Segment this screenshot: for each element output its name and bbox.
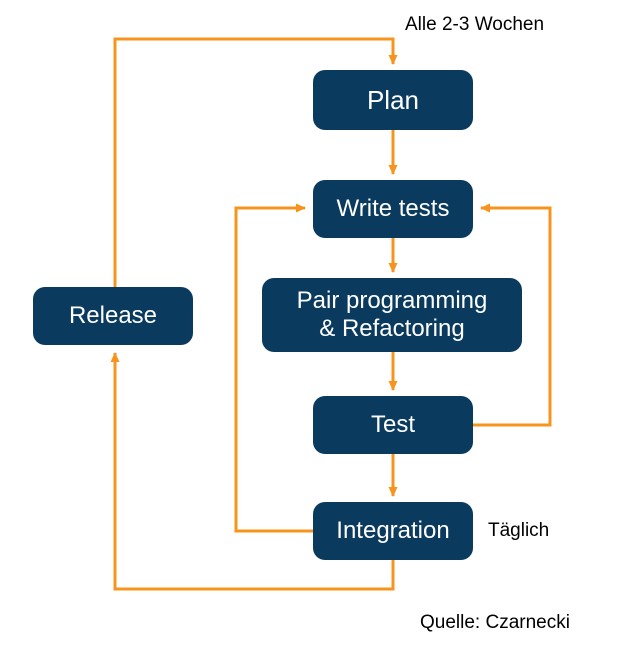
node-test[interactable]: Test (313, 396, 473, 454)
node-integration[interactable]: Integration (313, 502, 473, 560)
node-integration-label: Integration (336, 516, 450, 544)
node-test-label: Test (370, 410, 415, 438)
node-release-label: Release (68, 301, 158, 329)
node-release[interactable]: Release (33, 287, 193, 345)
caption-iteration-cadence: Alle 2-3 Wochen (405, 14, 545, 35)
connector-integration-to-write-tests (234, 203, 313, 533)
node-pair-programming-refactoring-label: Pair programming & Refactoring (296, 286, 488, 342)
caption-source: Quelle: Czarnecki (420, 612, 570, 633)
node-plan-label: Plan (366, 84, 420, 115)
node-write-tests-label: Write tests (336, 194, 450, 222)
connector-integration-to-release (110, 352, 395, 591)
node-plan[interactable]: Plan (313, 70, 473, 130)
connector-test-back-to-write-tests (473, 203, 552, 427)
node-write-tests[interactable]: Write tests (313, 180, 473, 238)
connector-release-to-plan (113, 37, 398, 287)
node-pair-programming-refactoring[interactable]: Pair programming & Refactoring (262, 278, 522, 352)
caption-daily-cadence: Täglich (488, 520, 550, 541)
